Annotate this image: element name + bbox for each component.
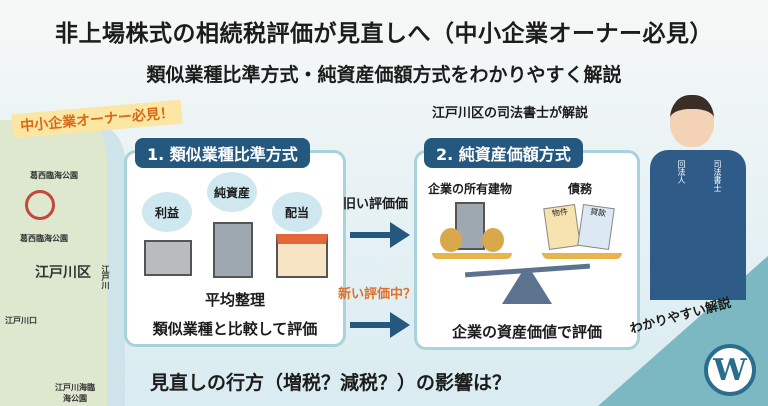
sash-left-text: 回法人 — [677, 160, 686, 184]
map-label: 江戸川 — [101, 265, 110, 289]
loan-document: 貸款 — [577, 203, 615, 251]
sash-right-text: 司法書士 — [713, 160, 722, 192]
method1-header: 1. 類似業種比準方式 — [135, 138, 310, 168]
map-label: 江戸川区 — [35, 265, 91, 281]
wordpress-logo-icon: W — [704, 344, 756, 396]
map-label: 葛西臨海公園 — [20, 234, 68, 243]
building-icon — [455, 202, 485, 250]
owned-buildings-label: 企業の所有建物 — [428, 182, 513, 196]
method1-caption-average: 平均整理 — [204, 291, 265, 309]
arrow-right-icon — [350, 312, 410, 338]
office-building-icon — [213, 222, 253, 278]
bubble-net-assets: 純資産 — [207, 172, 257, 212]
money-bag-icon — [440, 228, 462, 252]
speaker-caption: 江戸川区の司法書士が解説 — [432, 106, 589, 121]
map-label: 江戸川口 — [5, 316, 37, 325]
money-bag-icon — [482, 228, 504, 252]
method2-caption: 企業の資産価値で評価 — [451, 323, 602, 341]
scale-right-pan — [542, 253, 622, 259]
map-label: 江戸川海臨海公園 — [55, 383, 95, 403]
page-title: 非上場株式の相続税評価が見直しへ（中小企業オーナー必見） — [55, 21, 713, 47]
old-valuation-label: 旧い評価価 — [343, 197, 409, 212]
map-label: 葛西臨海公園 — [30, 171, 78, 180]
arrow-right-icon — [350, 222, 410, 248]
lawyer-body — [650, 150, 746, 300]
scale-left-pan — [432, 253, 512, 259]
bubble-dividend: 配当 — [272, 192, 322, 232]
debt-label: 債務 — [568, 182, 593, 196]
bottom-question: 見直しの行方（増税？減税？）の影響は？ — [150, 372, 512, 394]
factory-icon — [144, 240, 192, 276]
page-subtitle: 類似業種比準方式・純資産価額方式をわかりやすく解説 — [146, 64, 622, 86]
property-document: 物件 — [543, 203, 581, 251]
ferris-wheel-icon — [25, 190, 55, 220]
bubble-profit: 利益 — [142, 192, 192, 232]
method2-header: 2. 純資産価額方式 — [424, 138, 583, 168]
map-illustration: 葛西臨海公園 葛西臨海公園 江戸川区 江戸川 江戸川口 江戸川海臨海公園 — [0, 120, 125, 406]
shop-icon — [276, 234, 328, 278]
lawyer-head — [670, 95, 714, 147]
method1-caption-compare: 類似業種と比較して評価 — [152, 320, 318, 338]
new-valuation-label: 新い評価中？ — [338, 287, 417, 302]
